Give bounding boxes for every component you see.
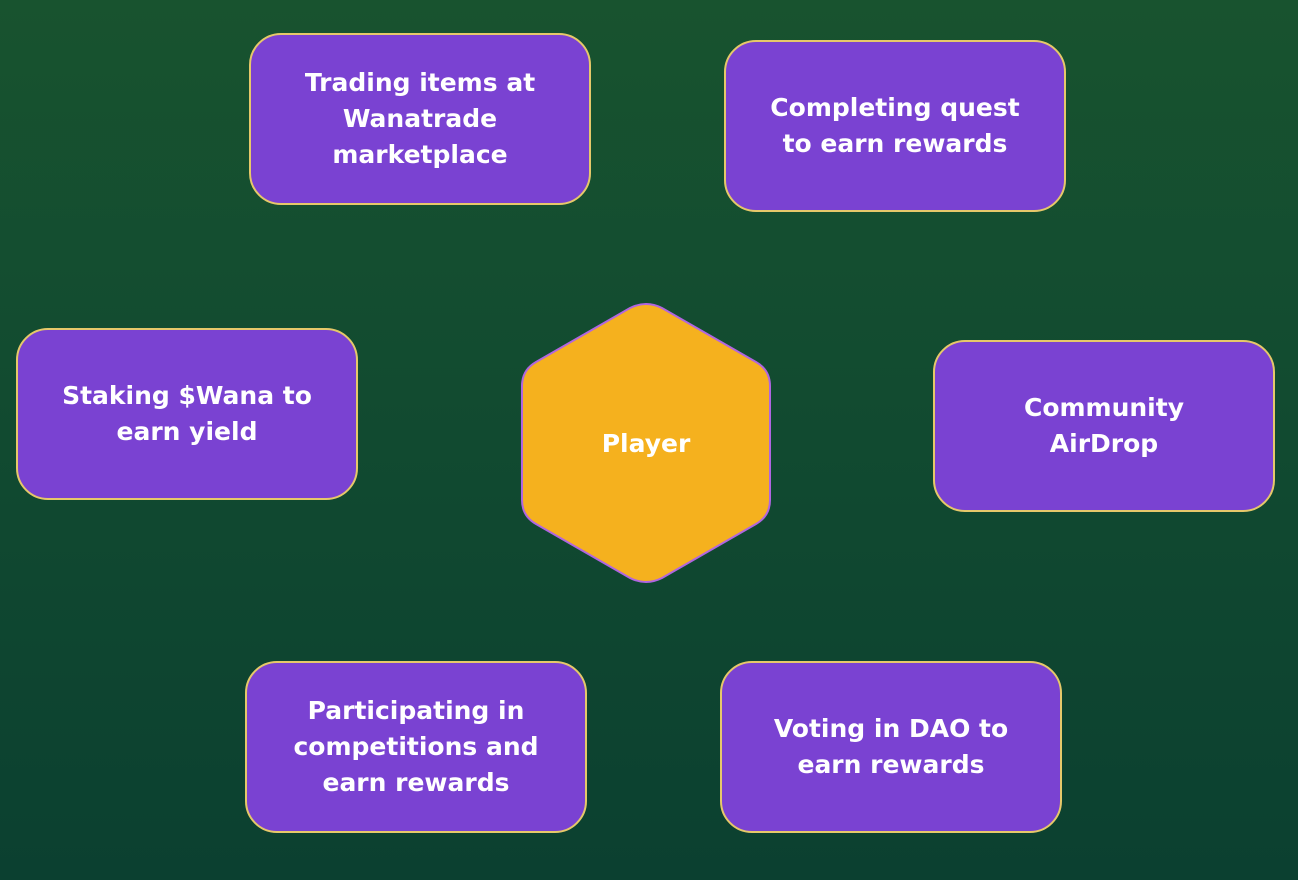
node-completing-quest: Completing quest to earn rewards	[724, 40, 1066, 212]
node-community-airdrop: Community AirDrop	[933, 340, 1275, 512]
node-trading-items: Trading items at Wanatrade marketplace	[249, 33, 591, 205]
node-staking-wana: Staking $Wana to earn yield	[16, 328, 358, 500]
node-dao-voting: Voting in DAO to earn rewards	[720, 661, 1062, 833]
node-competitions: Participating in competitions and earn r…	[245, 661, 587, 833]
player-hexagon: Player	[520, 302, 772, 584]
hexagon-shape	[521, 303, 771, 583]
player-label: Player	[601, 428, 691, 458]
